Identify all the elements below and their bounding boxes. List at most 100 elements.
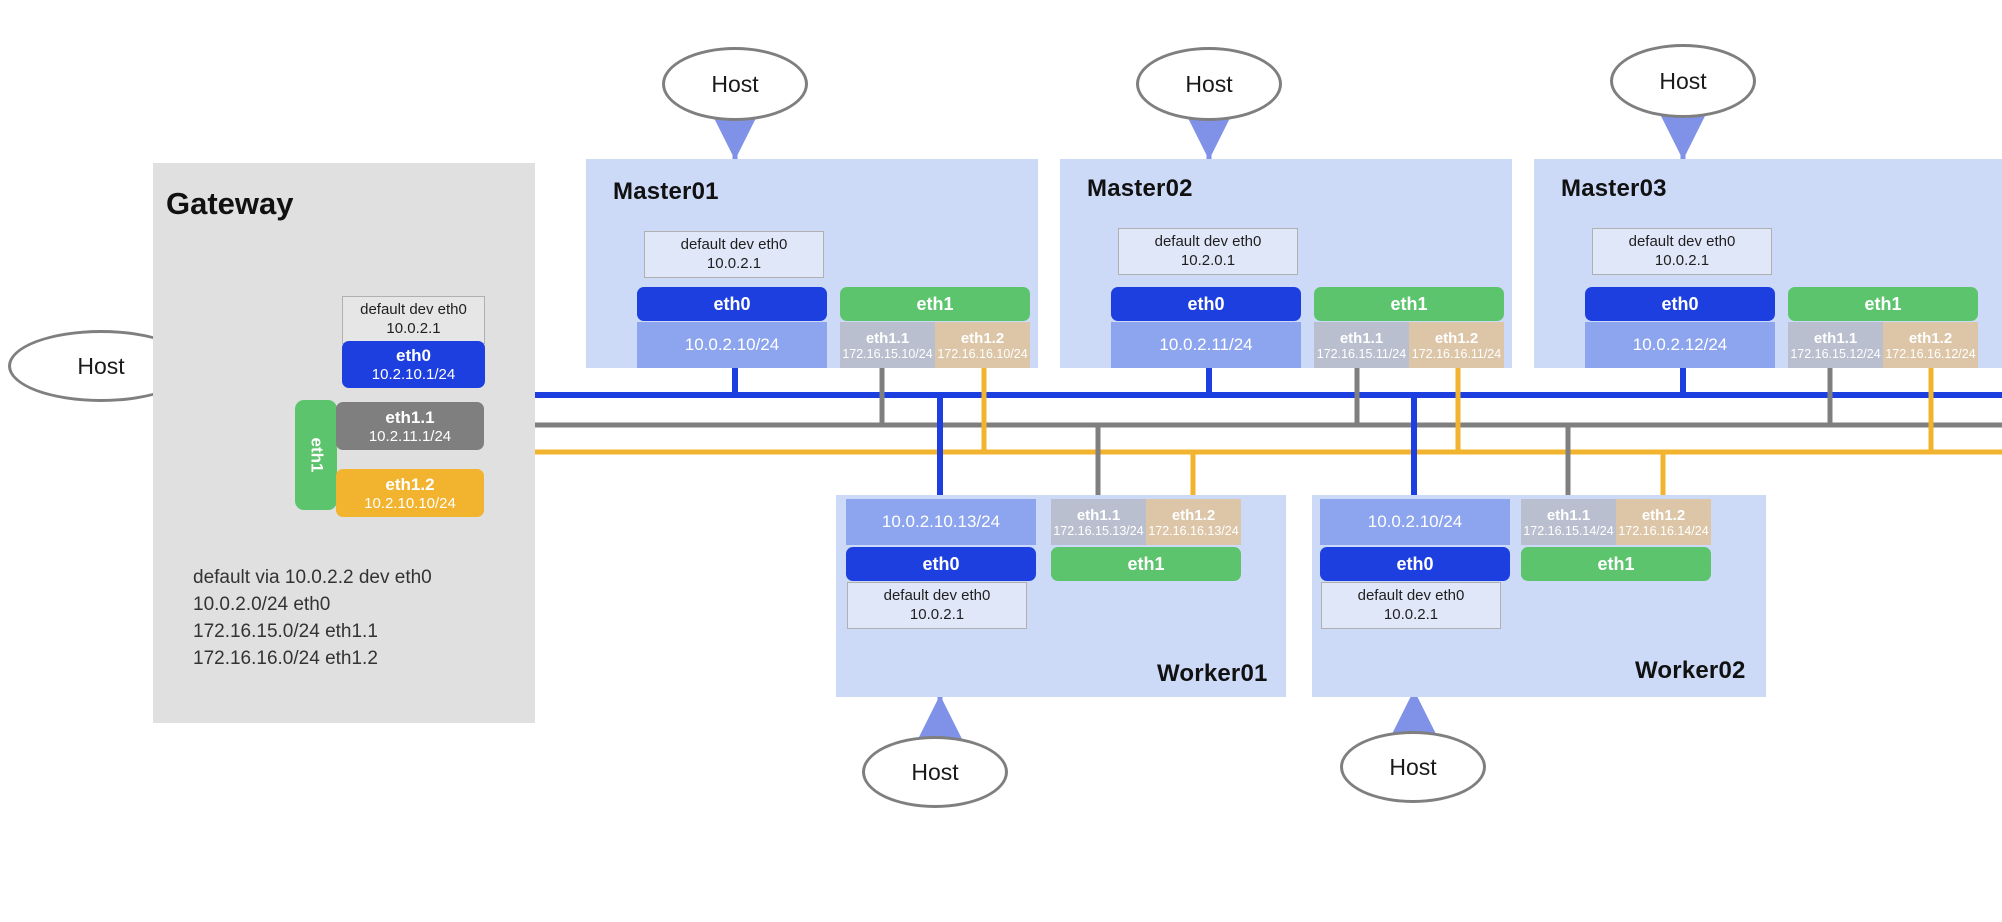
master03-eth0-address: 10.0.2.12/24	[1632, 335, 1728, 354]
host-worker02: Host	[1340, 731, 1486, 803]
worker02-eth0-address-box: 10.0.2.10/24	[1320, 499, 1510, 545]
gateway-routes: default via 10.0.2.2 dev eth0 10.0.2.0/2…	[193, 567, 432, 669]
worker02-eth1-name: eth1	[1597, 553, 1635, 574]
route-note-line1: default dev eth0	[1154, 232, 1262, 250]
master03-eth1-1[interactable]: eth1.1 172.16.15.12/24	[1788, 322, 1883, 368]
worker02-eth0-address: 10.0.2.10/24	[1367, 512, 1463, 531]
route-note-line2: 10.0.2.1	[909, 605, 965, 623]
route-note-line1: default dev eth0	[1357, 586, 1465, 604]
master01-eth1-name: eth1	[916, 293, 954, 314]
route-note-line2: 10.0.2.1	[1654, 251, 1710, 269]
master01-eth0[interactable]: eth0	[637, 287, 827, 321]
bus-orange	[432, 449, 2002, 515]
worker01-eth1-1-address: 172.16.15.13/24	[1053, 523, 1144, 538]
worker01-eth0-address-box: 10.0.2.10.13/24	[846, 499, 1036, 545]
worker01-eth1-2[interactable]: eth1.2 172.16.16.13/24	[1146, 499, 1241, 545]
worker02-eth1-2[interactable]: eth1.2 172.16.16.14/24	[1616, 499, 1711, 545]
worker01-eth0-address: 10.0.2.10.13/24	[881, 512, 1001, 531]
master01-eth1-1-name: eth1.1	[865, 329, 910, 347]
host-master02: Host	[1136, 47, 1282, 121]
route-note-line1: default dev eth0	[1628, 232, 1736, 250]
master02-eth1[interactable]: eth1	[1314, 287, 1504, 321]
master02-eth1-1[interactable]: eth1.1 172.16.15.11/24	[1314, 322, 1409, 368]
worker02-eth1-2-address: 172.16.16.14/24	[1618, 523, 1709, 538]
route-note-line2: 10.0.2.1	[1383, 605, 1439, 623]
master03-eth1-2-name: eth1.2	[1908, 329, 1953, 347]
gateway-eth1-name: eth1	[307, 437, 326, 473]
master02-eth1-name: eth1	[1390, 293, 1428, 314]
host-label: Host	[711, 70, 759, 97]
worker02-eth0-name: eth0	[1396, 553, 1434, 574]
worker01-eth1-2-address: 172.16.16.13/24	[1148, 523, 1239, 538]
master01-eth0-address: 10.0.2.10/24	[684, 335, 780, 354]
master03-eth1-2[interactable]: eth1.2 172.16.16.12/24	[1883, 322, 1978, 368]
master01-eth1-1[interactable]: eth1.1 172.16.15.10/24	[840, 322, 935, 368]
master01-eth1-2[interactable]: eth1.2 172.16.16.10/24	[935, 322, 1030, 368]
host-label: Host	[1389, 753, 1437, 780]
gateway-title: Gateway	[166, 186, 294, 221]
master01-title: Master01	[613, 178, 719, 205]
master01-eth1-2-name: eth1.2	[960, 329, 1005, 347]
worker01-eth1-name: eth1	[1127, 553, 1165, 574]
gateway-eth0-name: eth0	[396, 346, 431, 365]
gateway-eth1-2[interactable]: eth1.2 10.2.10.10/24	[336, 469, 484, 517]
route-note-line1: default dev eth0	[360, 301, 467, 319]
master02-eth1-1-name: eth1.1	[1339, 329, 1384, 347]
worker01-eth0-name: eth0	[922, 553, 960, 574]
master01-route-note: default dev eth0 10.0.2.1	[644, 231, 824, 278]
worker02-eth1-2-name: eth1.2	[1641, 506, 1686, 524]
gateway-eth1[interactable]: eth1	[295, 400, 337, 510]
worker01-eth0[interactable]: eth0	[846, 547, 1036, 581]
master02-route-note: default dev eth0 10.2.0.1	[1118, 228, 1298, 275]
host-master01: Host	[662, 47, 808, 121]
gateway-eth0[interactable]: eth0 10.2.10.1/24	[342, 341, 485, 388]
master03-eth0[interactable]: eth0	[1585, 287, 1775, 321]
worker02-eth0[interactable]: eth0	[1320, 547, 1510, 581]
worker01-eth1-2-name: eth1.2	[1171, 506, 1216, 524]
master03-eth0-address-box: 10.0.2.12/24	[1585, 322, 1775, 368]
gateway-eth1-1-name: eth1.1	[385, 407, 435, 427]
master01-eth0-address-box: 10.0.2.10/24	[637, 322, 827, 368]
master03-eth1[interactable]: eth1	[1788, 287, 1978, 321]
gateway-eth1-1[interactable]: eth1.1 10.2.11.1/24	[336, 402, 484, 450]
worker01-title: Worker01	[1157, 660, 1268, 687]
worker02-eth1-1[interactable]: eth1.1 172.16.15.14/24	[1521, 499, 1616, 545]
gateway-eth0-address: 10.2.10.1/24	[371, 366, 456, 383]
master02-eth0[interactable]: eth0	[1111, 287, 1301, 321]
gateway-route-note: default dev eth0 10.0.2.1	[342, 296, 485, 344]
route-note-line1: default dev eth0	[883, 586, 991, 604]
worker02-title: Worker02	[1635, 657, 1746, 684]
master03-eth1-1-name: eth1.1	[1813, 329, 1858, 347]
gateway-eth1-2-address: 10.2.10.10/24	[364, 494, 456, 512]
master03-eth0-name: eth0	[1661, 293, 1699, 314]
gateway-eth1-1-address: 10.2.11.1/24	[368, 427, 452, 445]
worker01-eth1-1[interactable]: eth1.1 172.16.15.13/24	[1051, 499, 1146, 545]
master02-eth0-address: 10.0.2.11/24	[1159, 335, 1253, 354]
master03-route-note: default dev eth0 10.0.2.1	[1592, 228, 1772, 275]
master02-eth0-address-box: 10.0.2.11/24	[1111, 322, 1301, 368]
host-label: Host	[77, 352, 125, 379]
worker02-eth1-1-address: 172.16.15.14/24	[1523, 523, 1614, 538]
route-note-line2: 10.2.0.1	[1180, 251, 1236, 269]
host-label: Host	[911, 758, 959, 785]
master02-title: Master02	[1087, 175, 1193, 202]
gateway-eth1-2-name: eth1.2	[385, 474, 435, 494]
master02-eth1-2-name: eth1.2	[1434, 329, 1479, 347]
route-note-line2: 10.0.2.1	[386, 320, 441, 337]
master02-eth0-name: eth0	[1187, 293, 1225, 314]
master02-eth1-2-address: 172.16.16.11/24	[1411, 346, 1502, 361]
route-note-line1: default dev eth0	[680, 235, 788, 253]
host-worker01: Host	[862, 736, 1008, 808]
master01-eth1-1-address: 172.16.15.10/24	[842, 346, 933, 361]
master01-eth1[interactable]: eth1	[840, 287, 1030, 321]
master03-title: Master03	[1561, 175, 1667, 202]
worker01-route-note: default dev eth0 10.0.2.1	[847, 582, 1027, 629]
worker01-eth1-1-name: eth1.1	[1076, 506, 1121, 524]
master03-eth1-name: eth1	[1864, 293, 1902, 314]
master02-eth1-2[interactable]: eth1.2 172.16.16.11/24	[1409, 322, 1504, 368]
worker02-eth1[interactable]: eth1	[1521, 547, 1711, 581]
master02-eth1-1-address: 172.16.15.11/24	[1316, 346, 1407, 361]
host-master03: Host	[1610, 44, 1756, 118]
worker01-eth1[interactable]: eth1	[1051, 547, 1241, 581]
